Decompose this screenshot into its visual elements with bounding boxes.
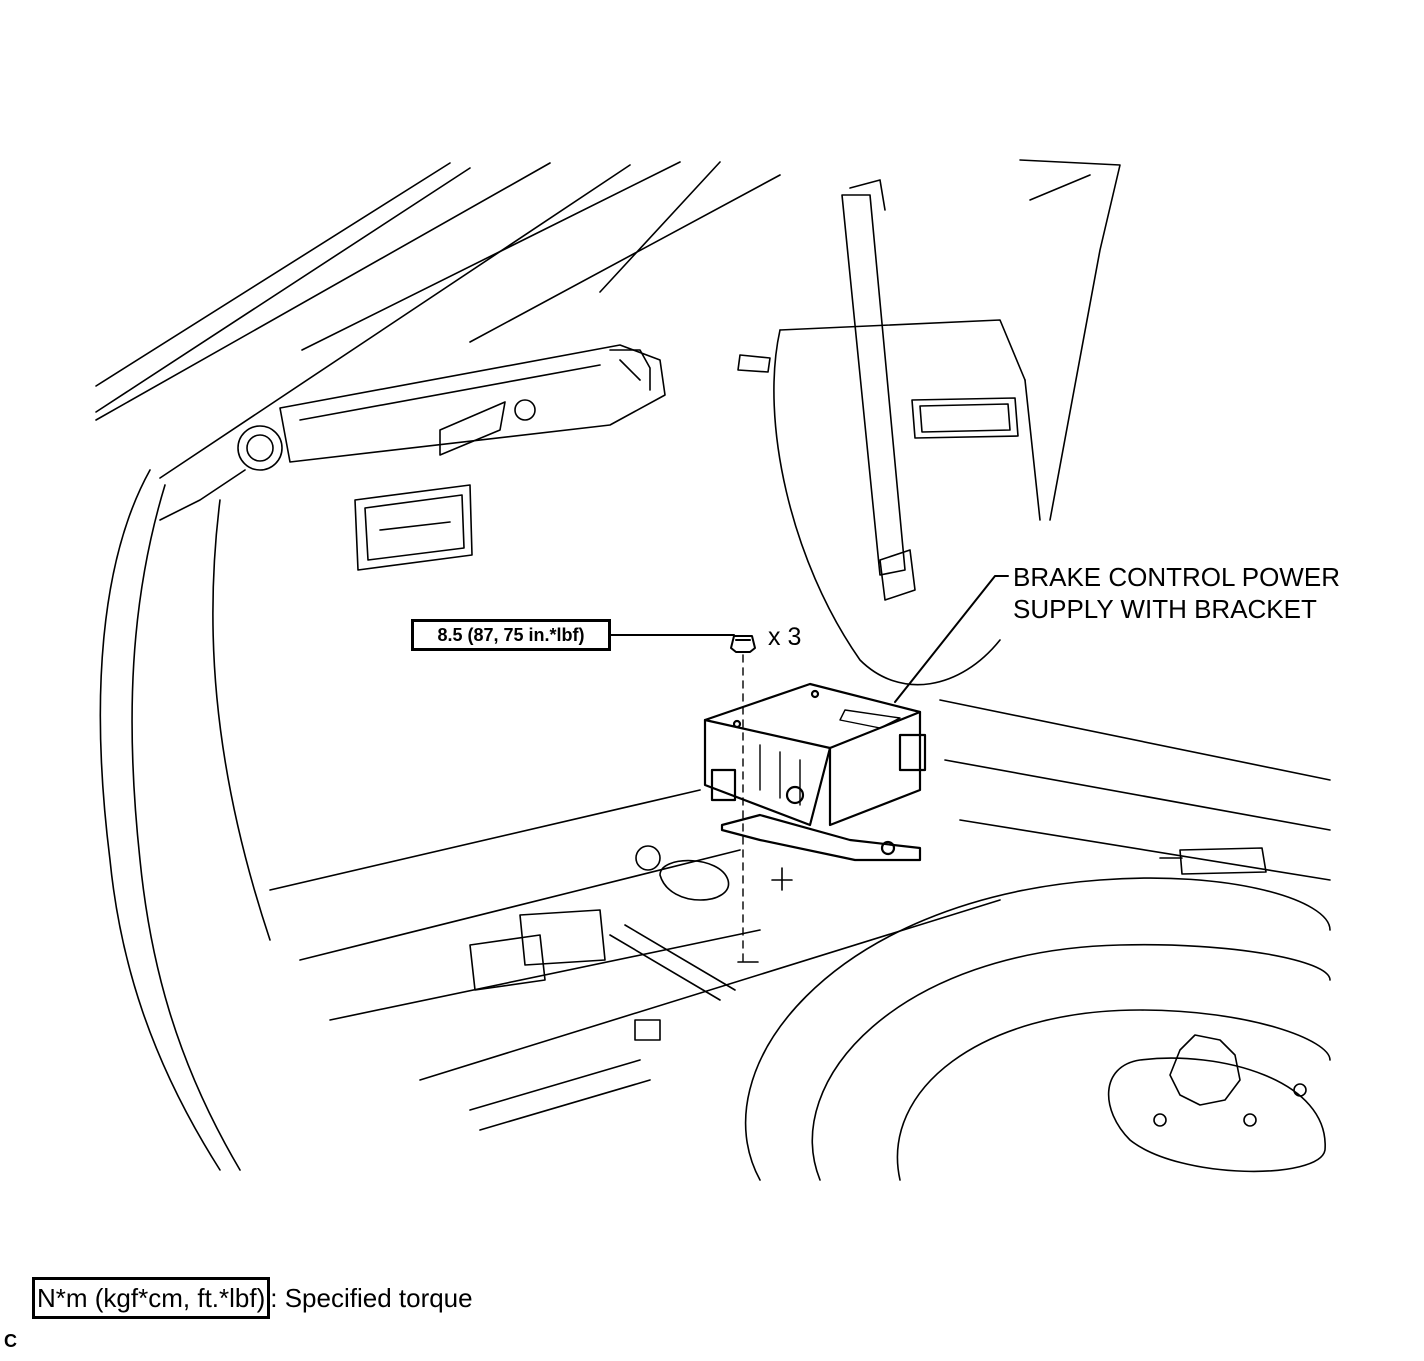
legend-description: : Specified torque	[270, 1283, 473, 1313]
torque-legend: N*m (kgf*cm, ft.*lbf): Specified torque	[32, 1277, 473, 1319]
spare-tire	[744, 877, 1331, 1181]
power-supply-unit	[703, 682, 927, 862]
quarter-trim	[237, 344, 666, 471]
quantity-label: x 3	[768, 623, 802, 651]
cargo-floor	[269, 699, 1331, 1131]
part-name-line-1: BRAKE CONTROL POWER	[1013, 562, 1340, 592]
seat-belt	[737, 179, 916, 601]
left-pillar	[99, 469, 271, 1171]
right-handle-recess	[911, 397, 1019, 439]
corner-mark: C	[4, 1331, 17, 1351]
part-leader-line	[894, 575, 1009, 703]
nut-fastener	[730, 635, 756, 653]
legend-unit-box: N*m (kgf*cm, ft.*lbf)	[32, 1277, 271, 1319]
part-name-label: BRAKE CONTROL POWER SUPPLY WITH BRACKET	[1013, 561, 1340, 625]
roof-lines	[95, 161, 781, 479]
torque-spec-box: 8.5 (87, 75 in.*lbf)	[411, 619, 611, 651]
rear-window-pillar	[773, 159, 1121, 686]
left-handle-recess	[354, 484, 473, 571]
floor-hardware	[469, 845, 793, 1041]
part-name-line-2: SUPPLY WITH BRACKET	[1013, 594, 1317, 624]
